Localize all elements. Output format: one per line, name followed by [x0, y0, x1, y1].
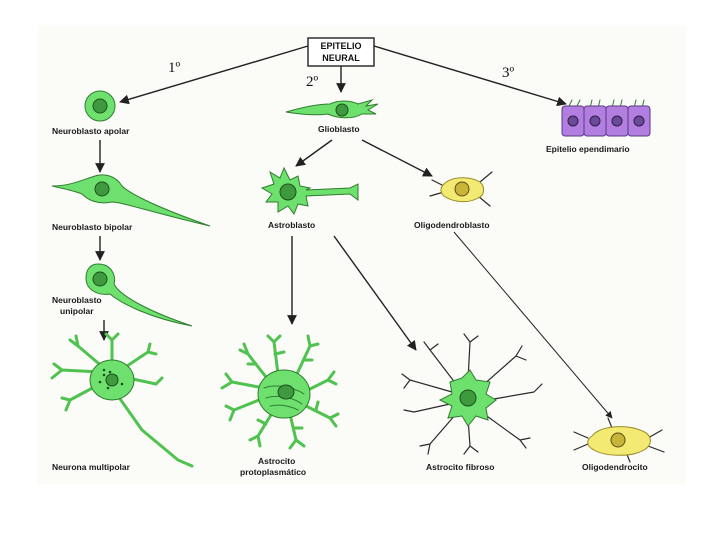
- neuroblasto-bipolar-cell: [51, 174, 211, 227]
- label-neurona-multipolar: Neurona multipolar: [52, 462, 131, 472]
- step-1-label: 1º: [168, 60, 181, 76]
- step-2-label: 2º: [306, 74, 319, 90]
- astrocito-fibroso-cell: [401, 333, 543, 455]
- arrow-to-ependimario: [373, 45, 567, 107]
- arrow-glio-to-oligodendroblasto: [361, 139, 433, 177]
- astroblasto-cell: [260, 166, 359, 216]
- neuroblasto-apolar-cell: [84, 90, 116, 122]
- oligodendroblasto-cell: [429, 171, 493, 207]
- label-neuroblasto-bipolar: Neuroblasto bipolar: [52, 222, 133, 232]
- arrow-astro-to-fibroso: [333, 235, 417, 351]
- label-neuroblasto-apolar: Neuroblasto apolar: [52, 126, 130, 136]
- label-astrocito-proto-l1: Astrocito: [258, 456, 295, 466]
- label-astrocito-fibroso: Astrocito fibroso: [426, 462, 494, 472]
- oligodendrocito-cell: [573, 417, 665, 463]
- root-label-line2: NEURAL: [322, 53, 360, 63]
- figure-background: [38, 26, 686, 484]
- neurona-multipolar-cell: [50, 332, 194, 468]
- label-oligodendrocito: Oligodendrocito: [582, 462, 648, 472]
- astrocito-protoplasmatico-cell: [220, 334, 340, 450]
- neuroblasto-unipolar-cell: [85, 263, 193, 327]
- arrow-glio-to-astroblasto: [295, 139, 333, 167]
- step-3-label: 3º: [502, 65, 515, 81]
- root-box: EPITELIO NEURAL: [307, 37, 375, 67]
- label-glioblasto: Glioblasto: [318, 124, 360, 134]
- label-neuroblasto-unipolar-l1: Neuroblasto: [52, 295, 102, 305]
- label-astrocito-proto-l2: protoplasmático: [240, 467, 306, 477]
- root-label-line1: EPITELIO: [320, 41, 361, 51]
- label-oligodendroblasto: Oligodendroblasto: [414, 220, 490, 230]
- label-epitelio-ependimario: Epitelio ependimario: [546, 144, 630, 154]
- epitelio-ependimario-cells: [561, 99, 651, 137]
- label-neuroblasto-unipolar-l2: unipolar: [60, 306, 94, 316]
- label-astroblasto: Astroblasto: [268, 220, 315, 230]
- glioblasto-cell: [285, 98, 379, 119]
- arrow-oligodendroblasto-to-oligodendrocito: [453, 231, 613, 419]
- arrow-to-neuroblasto: [119, 45, 309, 105]
